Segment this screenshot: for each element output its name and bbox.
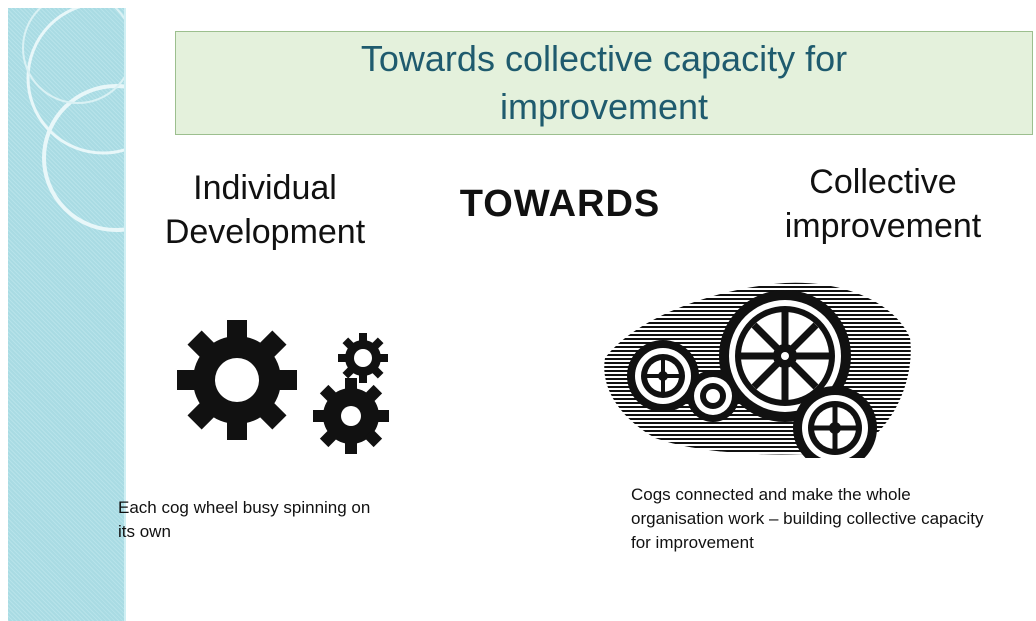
- collective-improvement-heading: Collective improvement: [784, 163, 982, 245]
- left-caption: Each cog wheel busy spinning on its own: [118, 498, 371, 541]
- towards-label: TOWARDS: [459, 183, 661, 225]
- individual-development-heading: Individual Development: [164, 169, 366, 251]
- slide-title: Towards collective capacity for improvem…: [360, 38, 848, 127]
- separate-cogs-icon: [177, 320, 389, 454]
- decorative-sidebar: [8, 8, 126, 621]
- title-box: Towards collective capacity for improvem…: [175, 31, 1033, 135]
- right-caption: Cogs connected and make the whole organi…: [631, 485, 984, 552]
- connected-cogs-icon: [604, 282, 911, 458]
